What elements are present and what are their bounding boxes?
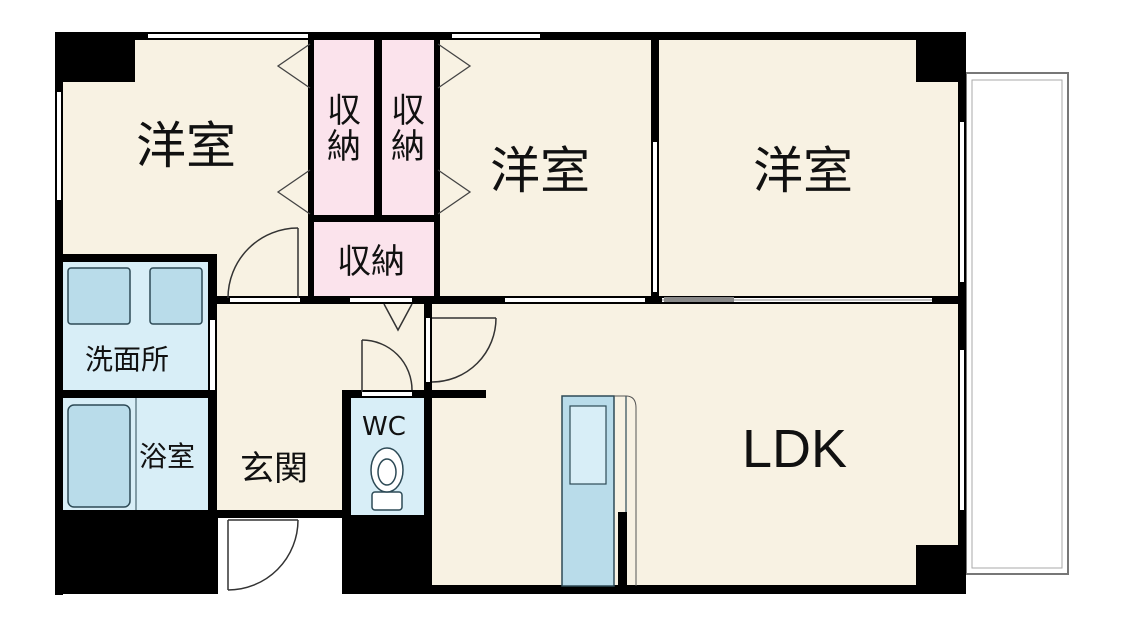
right-wall (958, 32, 966, 594)
room-label-storage-c: 収納 (337, 242, 405, 282)
storage-a-char-1: 収 (327, 91, 361, 131)
door-gap-wash (210, 320, 215, 390)
storage-door-triangles (276, 43, 472, 215)
window-left-room1 (57, 92, 61, 200)
door-gap-storage (350, 298, 412, 302)
room-label-ldk: LDK (742, 419, 848, 479)
bathtub (67, 404, 131, 508)
room-label-storage-b: 収 納 (388, 91, 428, 167)
porch-floor (218, 515, 342, 593)
hall-floor-lower (212, 300, 432, 390)
bottom-wall (342, 585, 966, 594)
storage-a-char-2: 納 (327, 126, 361, 167)
door-room1 (227, 227, 299, 299)
wall-kitchen-bottom (618, 512, 627, 588)
column-bottom-right (916, 545, 966, 594)
door-gap-wc (362, 392, 412, 396)
washroom-sink (67, 267, 203, 325)
entrance-floor (212, 390, 342, 515)
kitchen-sink (569, 405, 607, 485)
western-room-2-floor (436, 32, 654, 304)
room-label-entrance: 玄関 (240, 449, 308, 489)
window-right-room3 (960, 122, 964, 282)
window-top-room2 (452, 34, 540, 38)
storage-c-floor (313, 222, 436, 300)
room-label-washroom: 洗面所 (85, 343, 170, 376)
wall-bath-bottom (55, 510, 345, 518)
room-label-western-2: 洋室 (490, 142, 590, 200)
balcony-inner (971, 79, 1063, 569)
western-room-3-floor (654, 32, 962, 304)
door-wc (361, 339, 413, 392)
wall-storage-divider (374, 32, 382, 222)
wall-wash-top (55, 254, 217, 262)
door-gap-room2 (505, 298, 645, 302)
wall-wash-bath-left (55, 390, 63, 595)
window-right-ldk (960, 350, 964, 510)
wall-wash-bath (55, 390, 217, 398)
room-label-toilet: WC (362, 412, 406, 442)
window-top-room1 (148, 34, 308, 38)
storage-b-char-1: 収 (391, 91, 425, 131)
storage-b-floor (382, 40, 436, 215)
toilet-icon (370, 447, 404, 511)
wall-wc-right (424, 304, 432, 594)
column-top-right (916, 32, 966, 82)
wall-ldk-stub (424, 390, 486, 398)
wall-wc-left (342, 390, 351, 590)
room-label-western-1: 洋室 (136, 117, 236, 175)
column-bottom-middle (342, 515, 432, 594)
door-storage-c (383, 303, 413, 332)
door-entrance (227, 519, 299, 591)
left-wall (55, 32, 63, 594)
room-label-western-3: 洋室 (753, 142, 853, 200)
storage-b-char-2: 納 (391, 126, 425, 167)
wall-wash-right (208, 254, 217, 594)
column-bottom-left (55, 515, 218, 594)
wall-storage-b-right (434, 32, 440, 300)
column-top-left (55, 32, 135, 82)
kitchen-counter-corner (614, 395, 637, 586)
door-ldk (431, 317, 497, 383)
door-gap-hall-ldk (426, 318, 430, 382)
storage-a-floor (313, 40, 375, 215)
ldk-floor (432, 304, 962, 586)
door-gap-room2-room3 (653, 142, 657, 292)
wall-storage-bottom (308, 215, 440, 222)
balcony-outline (965, 72, 1069, 575)
room-label-bathroom: 浴室 (139, 440, 196, 473)
door-gap-room1 (230, 298, 300, 302)
room-label-storage-a: 収 納 (324, 91, 364, 167)
wall-storage-a-left (308, 32, 314, 300)
